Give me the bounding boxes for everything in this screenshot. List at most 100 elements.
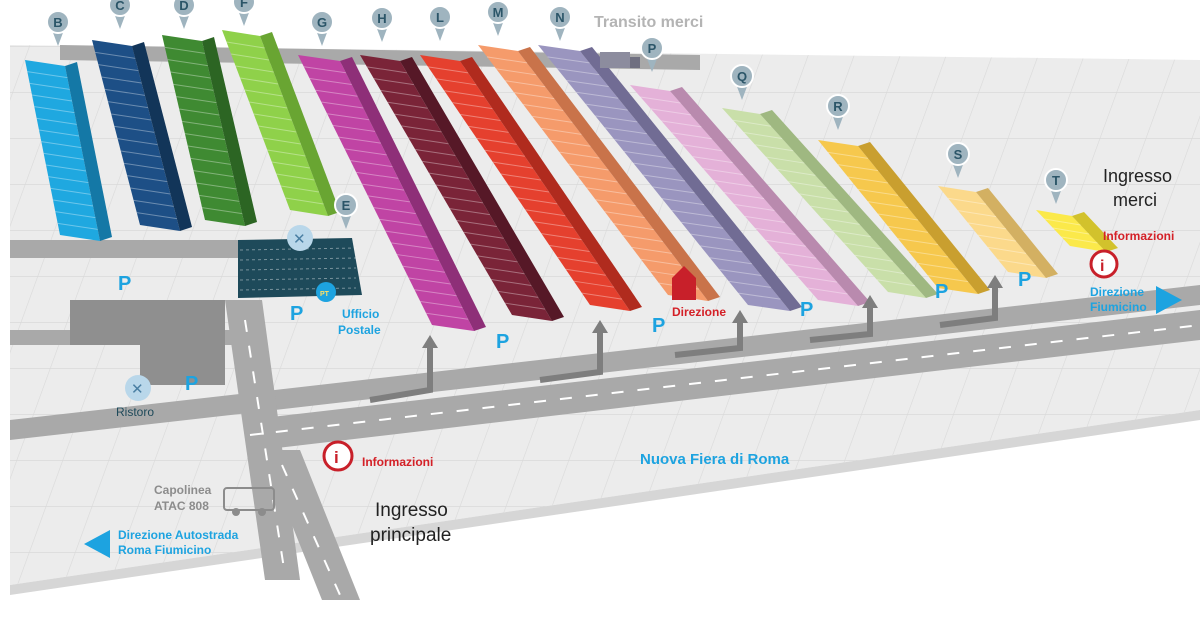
parking-icon: P: [935, 281, 948, 303]
pavilion-d[interactable]: [162, 35, 245, 226]
pavilion-stand-divider: [734, 203, 775, 211]
pavilion-t[interactable]: [1036, 210, 1106, 252]
pin-r[interactable]: R: [826, 94, 850, 130]
pavilion-r-side: [858, 142, 990, 294]
arrow-right-icon[interactable]: [1156, 286, 1182, 314]
pavilion-stand-divider: [595, 199, 636, 207]
pin-t[interactable]: T: [1044, 168, 1068, 204]
pin-letter: T: [1052, 173, 1060, 188]
ristoro-bottom[interactable]: ✕ Ristoro: [116, 375, 154, 419]
pavilion-stand-divider: [414, 289, 457, 297]
pin-q[interactable]: Q: [730, 64, 754, 100]
pavilion-c[interactable]: [92, 40, 180, 231]
pavilion-stand-divider: [692, 156, 733, 164]
info-point-main[interactable]: i Informazioni: [322, 440, 433, 472]
pin-letter: B: [53, 15, 62, 30]
pavilion-stand-divider: [401, 125, 442, 133]
pin-g[interactable]: G: [310, 10, 334, 46]
ingresso-merci-label-1: Ingresso: [1103, 166, 1172, 186]
pin-p[interactable]: P: [640, 36, 664, 72]
pin-f[interactable]: F: [232, 0, 256, 26]
pavilion-stand-divider: [239, 257, 357, 261]
svg-text:PT: PT: [320, 291, 330, 298]
map-pin-icon: [832, 114, 844, 130]
post-office-icon: [316, 282, 336, 302]
pin-b[interactable]: B: [46, 10, 70, 46]
pin-n[interactable]: N: [548, 5, 572, 41]
pin-d[interactable]: D: [172, 0, 196, 29]
pavilion-e[interactable]: [238, 238, 362, 298]
info-point-right[interactable]: i: [1089, 249, 1119, 279]
pavilion-f[interactable]: [222, 30, 328, 216]
map-pin-icon: [492, 20, 504, 36]
pavilion-p-side: [670, 87, 870, 306]
pavilion-stand-divider: [807, 287, 848, 295]
pavilion-s[interactable]: [938, 186, 1046, 278]
pavilion-stand-divider: [586, 187, 627, 195]
pavilion-stand-divider: [568, 163, 609, 171]
pavilion-stand-divider: [533, 221, 574, 229]
pavilion-stand-divider: [671, 209, 714, 217]
pavilion-stand-divider: [843, 242, 882, 250]
pavilion-stand-divider: [865, 266, 904, 274]
pavilion-g[interactable]: [298, 55, 474, 331]
pavilion-stand-divider: [650, 108, 691, 116]
parking-icon: P: [185, 373, 198, 395]
pavilion-stand-divider: [362, 183, 405, 191]
pavilion-stand-divider: [239, 277, 357, 281]
pavilion-stand-divider: [876, 279, 916, 287]
pavilion-stand-divider: [196, 182, 237, 190]
pavilion-stand-divider: [957, 210, 997, 218]
arrow-left-icon[interactable]: [84, 530, 110, 558]
pin-m[interactable]: M: [486, 0, 510, 36]
pavilion-stand-divider: [344, 148, 387, 156]
pin-h[interactable]: H: [370, 6, 394, 42]
pavilion-l[interactable]: [420, 55, 630, 311]
road-left-horizontal: [10, 240, 240, 258]
pavilion-stand-divider: [367, 195, 410, 203]
map-pin-icon: [434, 25, 446, 41]
pavilion-p[interactable]: [630, 85, 858, 306]
map-pin-head: [172, 0, 196, 17]
direzione-fiumicino-label-1: Direzione: [1090, 285, 1144, 299]
pavilion-stand-divider: [877, 213, 919, 221]
svg-text:i: i: [334, 448, 339, 467]
pavilion-stand-divider: [997, 259, 1037, 267]
pavilion-stand-divider: [777, 168, 816, 176]
pavilion-stand-divider: [280, 185, 320, 193]
pavilion-stand-divider: [681, 221, 724, 229]
map-pin-head: [46, 10, 70, 34]
pavilion-t-side: [1072, 212, 1118, 252]
pavilion-stand-divider: [436, 78, 477, 86]
pavilion-b[interactable]: [25, 60, 100, 241]
direzione-building[interactable]: Direzione: [672, 266, 726, 319]
pavilion-stand-divider: [576, 91, 619, 99]
ristoro-top[interactable]: ✕ Ristoro: [280, 225, 318, 269]
pavilion-stand-divider: [604, 211, 645, 219]
pavilion-stand-divider: [492, 161, 533, 169]
pavilion-stand-divider: [38, 129, 80, 137]
pavilion-stand-divider: [732, 119, 772, 127]
pavilion-stand-divider: [887, 225, 929, 233]
pin-c[interactable]: C: [108, 0, 132, 29]
map-pin-head: [946, 142, 970, 166]
pin-s[interactable]: S: [946, 142, 970, 178]
pavilion-stand-divider: [385, 230, 428, 238]
pavilion-r[interactable]: [818, 140, 978, 294]
pavilion-stand-divider: [429, 172, 470, 180]
pavilion-stand-divider: [202, 207, 243, 215]
arrow-1: [369, 345, 433, 403]
road-arrowheads: [422, 275, 1003, 348]
pavilion-m[interactable]: [478, 45, 708, 301]
pavilion-stand-divider: [173, 83, 214, 91]
pavilion-stand-divider: [235, 65, 274, 73]
post-office[interactable]: PT Ufficio Postale: [316, 282, 381, 337]
pavilion-h[interactable]: [360, 55, 552, 321]
map-pin-icon: [114, 13, 126, 29]
pavilion-n[interactable]: [538, 45, 790, 311]
pin-l[interactable]: L: [428, 5, 452, 41]
pavilion-m-side: [518, 47, 720, 301]
pavilion-stand-divider: [498, 290, 539, 298]
pavilion-q[interactable]: [722, 108, 926, 298]
pin-e[interactable]: E: [334, 193, 358, 229]
